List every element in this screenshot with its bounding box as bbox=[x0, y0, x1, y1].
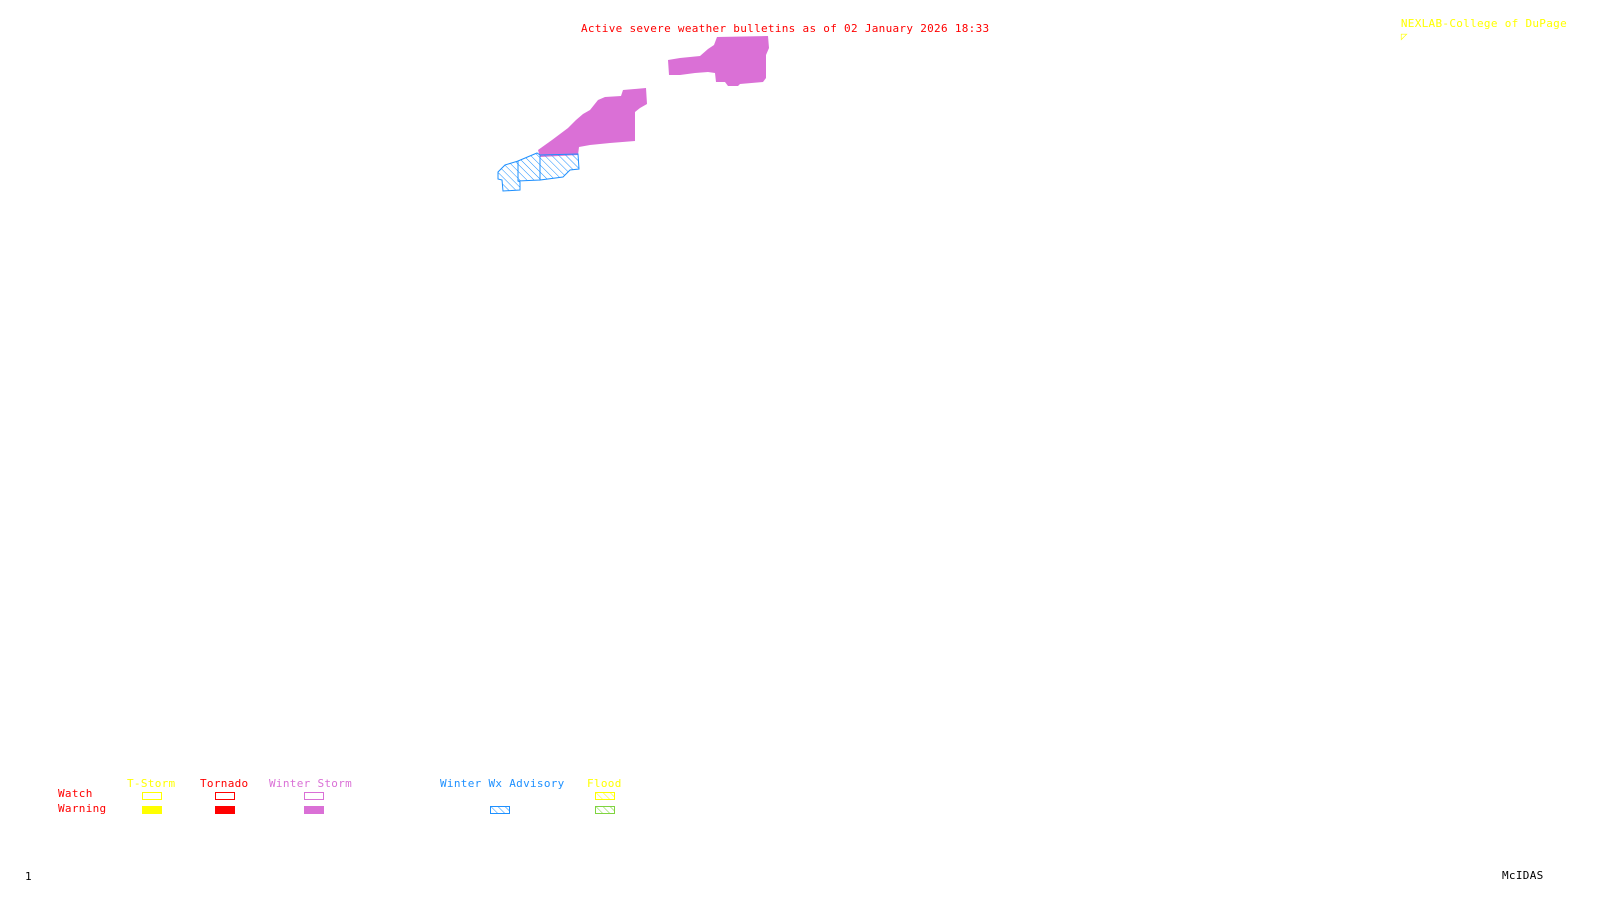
legend-tstorm-label: T-Storm bbox=[127, 777, 176, 790]
legend-row-label-warning: Warning bbox=[58, 802, 107, 815]
credit-label: NEXLAB-College of DuPage ◸ bbox=[1387, 4, 1567, 43]
legend-row-label-watch: Watch bbox=[58, 787, 93, 800]
legend-tornado-watch-swatch bbox=[215, 792, 235, 800]
legend-tornado-warning-swatch bbox=[215, 806, 235, 814]
winter-storm-warning-region[interactable] bbox=[538, 88, 647, 157]
legend-winter-wx-advisory-swatch bbox=[490, 806, 510, 814]
winter-wx-advisory-region[interactable] bbox=[497, 152, 580, 192]
legend-winter-storm-watch-swatch bbox=[304, 792, 324, 800]
legend-tstorm-warning-swatch bbox=[142, 806, 162, 814]
legend-flood-watch-swatch bbox=[595, 792, 615, 800]
legend-winter-storm-label: Winter Storm bbox=[269, 777, 353, 790]
legend-winter-wx-advisory-label: Winter Wx Advisory bbox=[440, 777, 565, 790]
legend-tstorm-watch-swatch bbox=[142, 792, 162, 800]
legend-flood-label: Flood bbox=[587, 777, 622, 790]
frame-number: 1 bbox=[25, 870, 32, 883]
map-title: Active severe weather bulletins as of 02… bbox=[581, 22, 990, 35]
legend-flood-warning-swatch bbox=[595, 806, 615, 814]
legend-tornado-label: Tornado bbox=[200, 777, 249, 790]
legend-winter-storm-warning-swatch bbox=[304, 806, 324, 814]
software-label: McIDAS bbox=[1502, 869, 1544, 882]
credit-text: NEXLAB-College of DuPage bbox=[1400, 17, 1568, 30]
winter-storm-warning-region[interactable] bbox=[668, 36, 769, 86]
cursor-icon: ◸ bbox=[1400, 30, 1408, 43]
